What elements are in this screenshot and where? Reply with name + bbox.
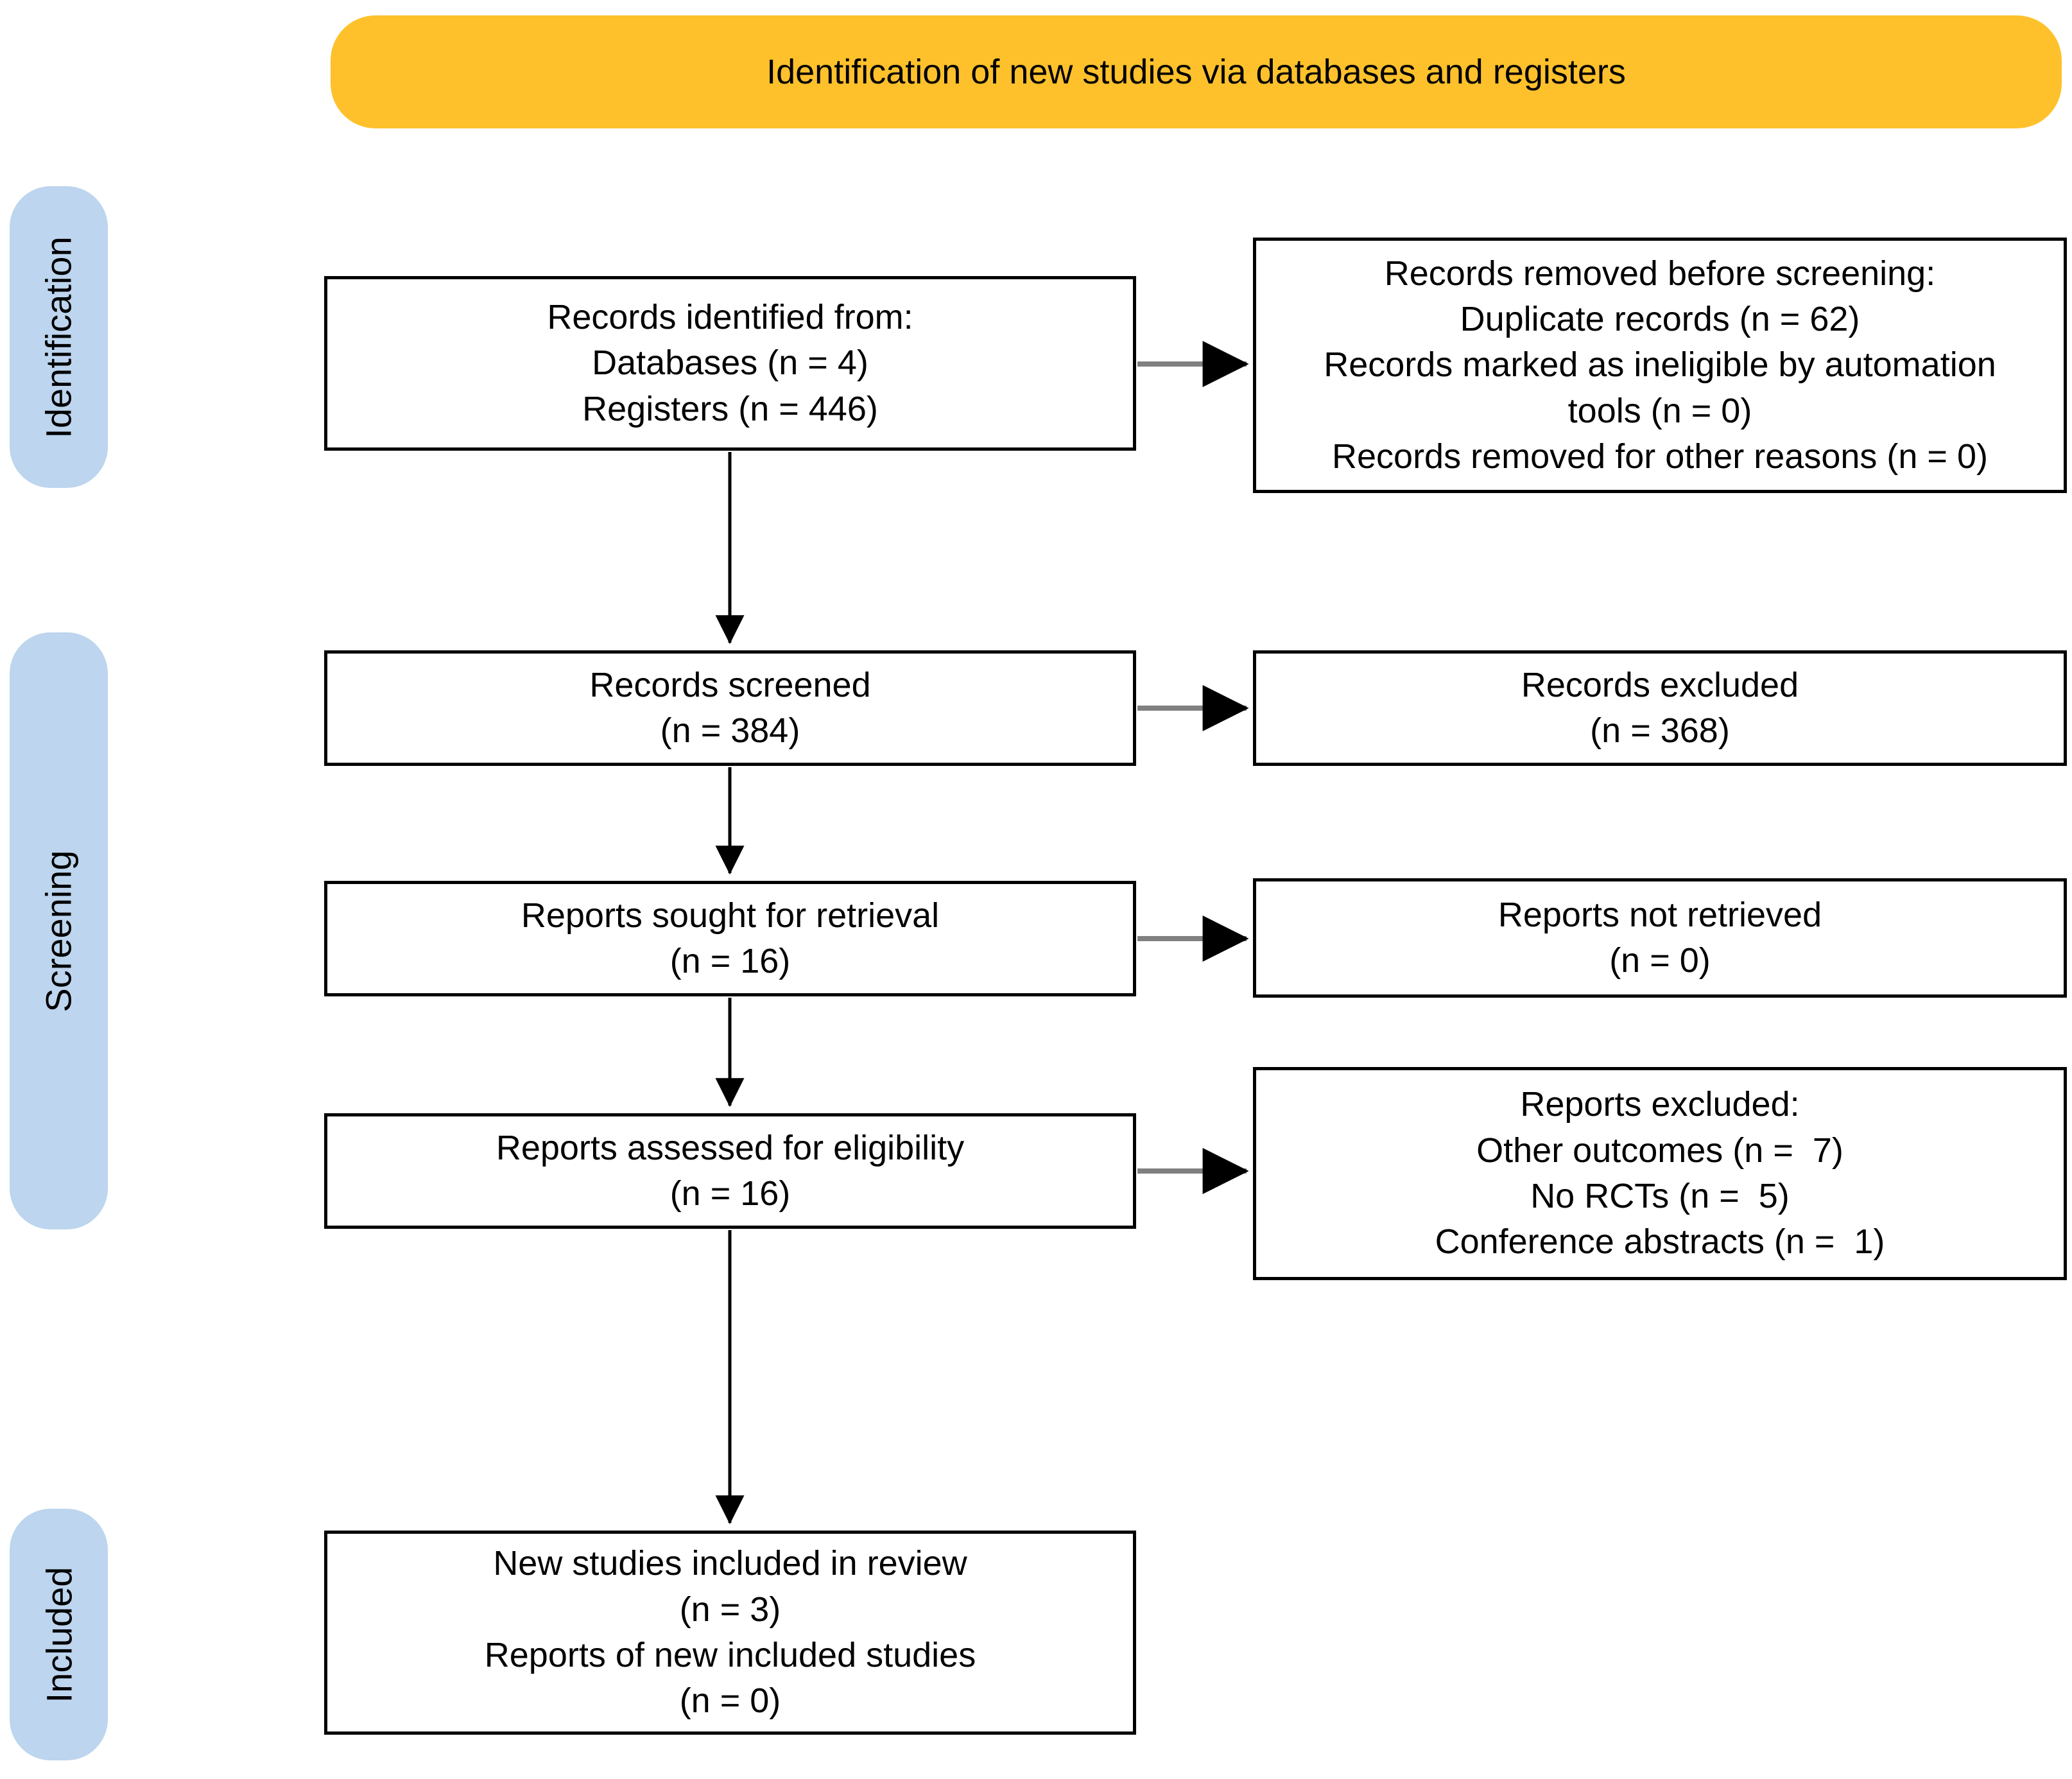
box-records-excluded: Records excluded (n = 368) (1253, 650, 2067, 766)
box-records-removed-text: Records removed before screening: Duplic… (1324, 254, 1996, 476)
box-records-identified-text: Records identified from: Databases (n = … (547, 298, 913, 428)
stage-pill-screening-label: Screening (39, 849, 80, 1012)
box-reports-sought: Reports sought for retrieval (n = 16) (324, 881, 1136, 996)
box-reports-not-retrieved: Reports not retrieved (n = 0) (1253, 878, 2067, 998)
box-records-screened-text: Records screened (n = 384) (589, 665, 871, 750)
title-banner-label: Identification of new studies via databa… (766, 52, 1626, 91)
stage-pill-identification-label: Identification (39, 236, 79, 438)
box-new-studies-included-text: New studies included in review (n = 3) R… (484, 1544, 976, 1721)
box-records-excluded-text: Records excluded (n = 368) (1521, 665, 1799, 750)
box-reports-excluded: Reports excluded: Other outcomes (n = 7)… (1253, 1067, 2067, 1280)
box-records-identified: Records identified from: Databases (n = … (324, 276, 1136, 451)
box-reports-excluded-text: Reports excluded: Other outcomes (n = 7)… (1435, 1085, 1885, 1262)
box-records-removed: Records removed before screening: Duplic… (1253, 238, 2067, 493)
box-new-studies-included: New studies included in review (n = 3) R… (324, 1531, 1136, 1735)
box-reports-not-retrieved-text: Reports not retrieved (n = 0) (1498, 895, 1822, 980)
box-reports-assessed-text: Reports assessed for eligibility (n = 16… (496, 1128, 965, 1213)
stage-pill-screening: Screening (10, 632, 108, 1229)
stage-pill-identification: Identification (10, 186, 108, 488)
stage-pill-included: Included (10, 1509, 108, 1760)
box-records-screened: Records screened (n = 384) (324, 650, 1136, 766)
box-reports-sought-text: Reports sought for retrieval (n = 16) (521, 896, 940, 980)
title-banner: Identification of new studies via databa… (331, 15, 2062, 128)
box-reports-assessed: Reports assessed for eligibility (n = 16… (324, 1113, 1136, 1229)
stage-pill-included-label: Included (39, 1566, 80, 1703)
